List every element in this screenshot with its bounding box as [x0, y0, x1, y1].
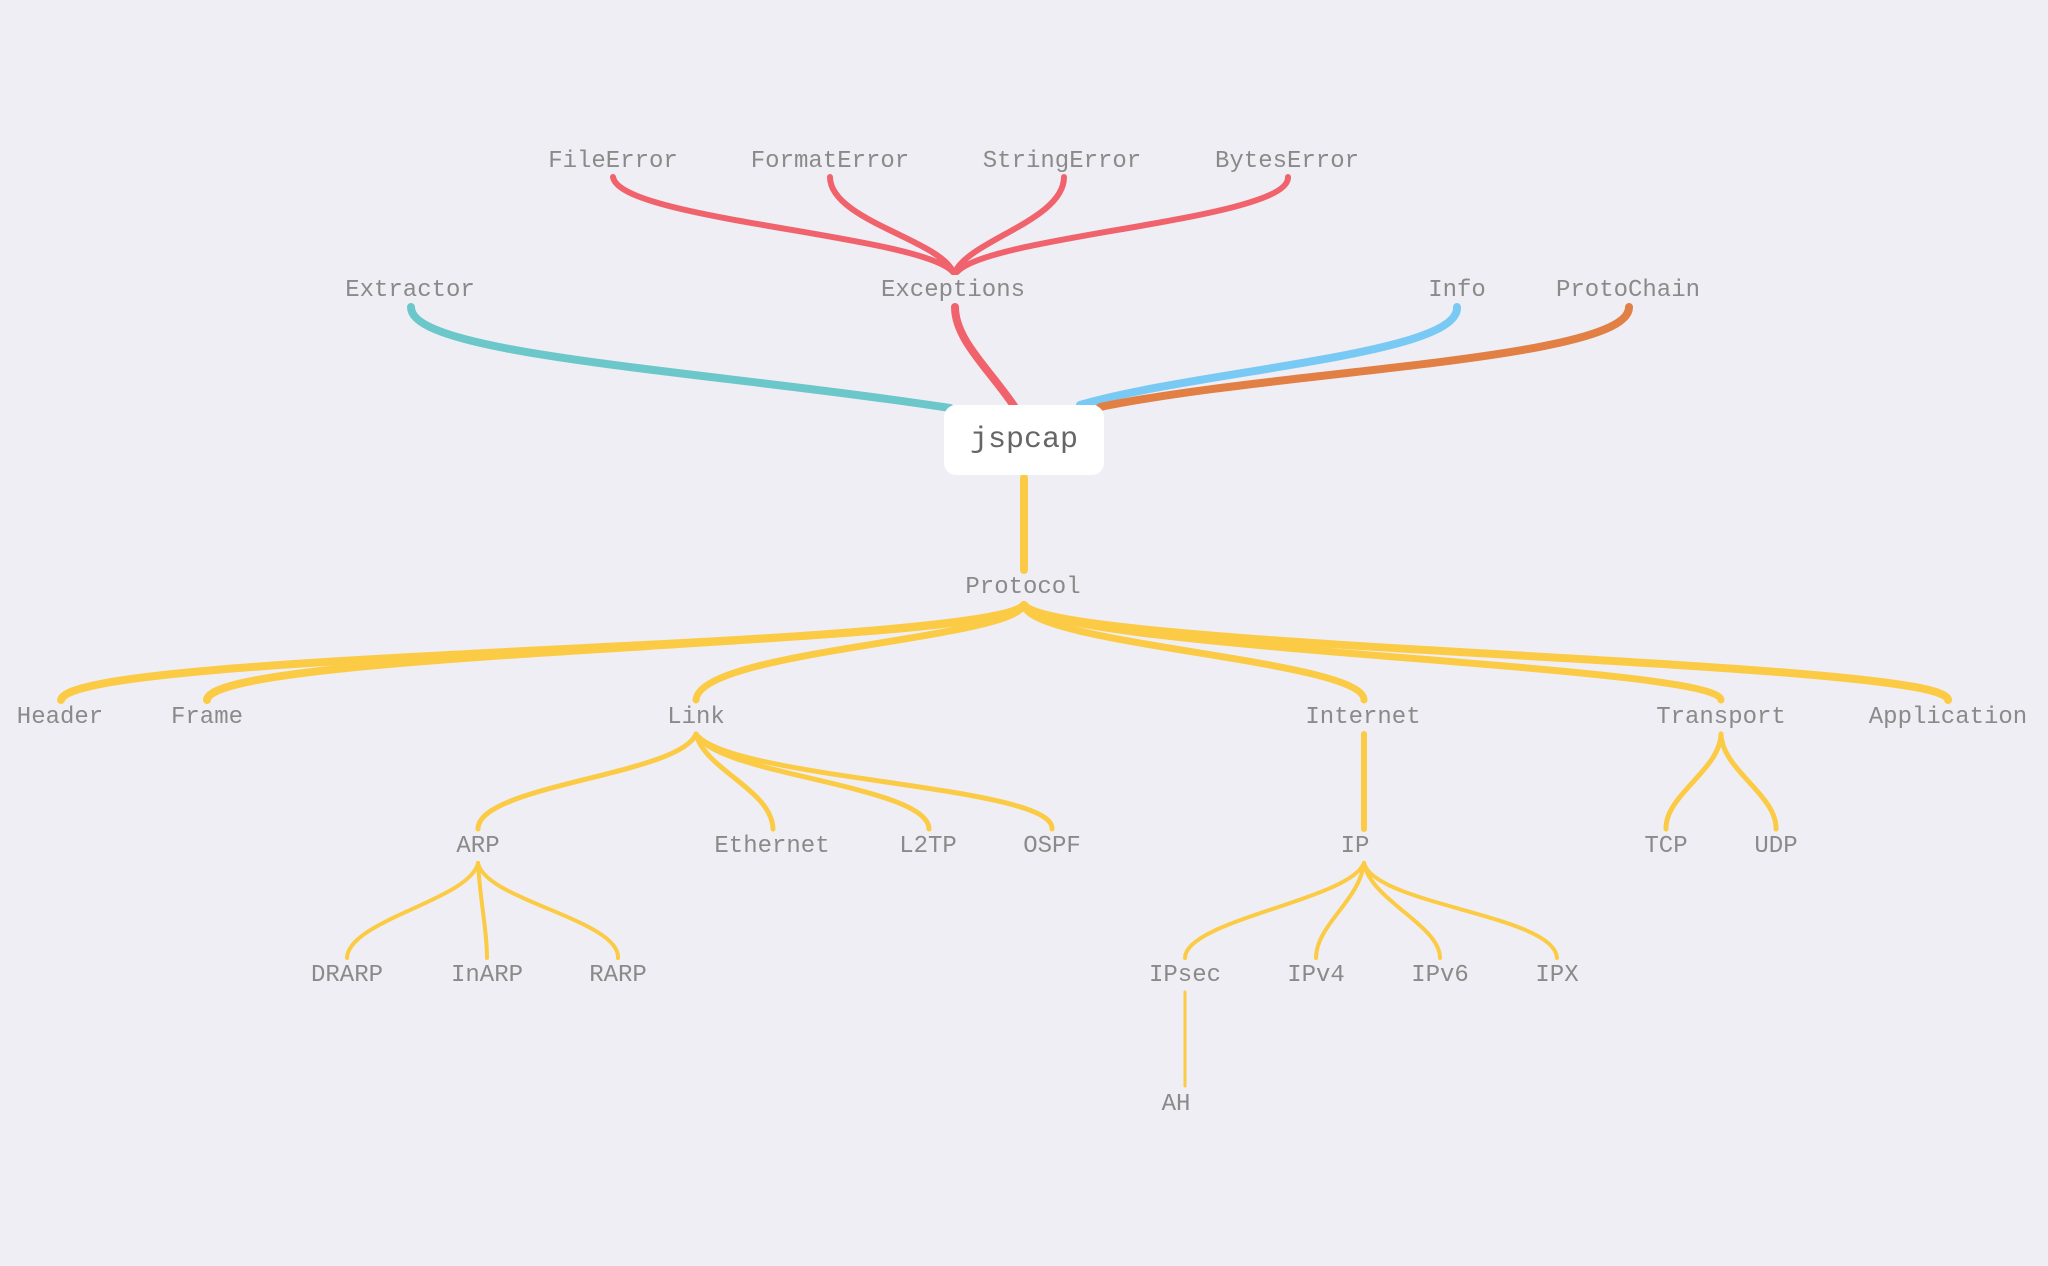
- node-info[interactable]: Info: [1428, 277, 1486, 304]
- node-inarp[interactable]: InARP: [450, 962, 524, 989]
- link-protochain: [1096, 303, 1634, 411]
- link-ethernet: [693, 731, 776, 832]
- link-arp: [475, 731, 699, 832]
- node-transport[interactable]: Transport: [1656, 704, 1786, 731]
- node-protocol[interactable]: Protocol: [965, 574, 1081, 601]
- root-node[interactable]: jspcap: [944, 405, 1104, 475]
- link-info: [1076, 303, 1462, 409]
- node-ipsec[interactable]: IPsec: [1148, 962, 1222, 989]
- link-extractor: [406, 303, 954, 412]
- node-header[interactable]: Header: [16, 704, 104, 731]
- node-link[interactable]: Link: [667, 704, 725, 731]
- link-frame: [203, 601, 1028, 704]
- node-ospf[interactable]: OSPF: [1023, 833, 1081, 860]
- link-formaterror: [827, 174, 956, 275]
- node-tcp[interactable]: TCP: [1644, 833, 1688, 860]
- link-inarp: [476, 861, 489, 960]
- link-stringerror: [952, 174, 1067, 275]
- link-udp: [1718, 731, 1779, 832]
- link-ospf: [693, 731, 1055, 832]
- node-udp[interactable]: UDP: [1754, 833, 1798, 860]
- link-rarp: [476, 861, 621, 960]
- link-link: [692, 601, 1028, 704]
- node-stringerror[interactable]: StringError: [982, 148, 1142, 175]
- link-fileerror: [610, 174, 956, 275]
- node-drarp[interactable]: DRARP: [310, 962, 384, 989]
- link-internet: [1020, 601, 1368, 704]
- link-drarp: [345, 861, 480, 960]
- node-rarp[interactable]: RARP: [589, 962, 647, 989]
- node-arp[interactable]: ARP: [456, 833, 500, 860]
- node-protochain[interactable]: ProtoChain: [1555, 277, 1701, 304]
- node-ipx[interactable]: IPX: [1535, 962, 1579, 989]
- node-byteserror[interactable]: BytesError: [1214, 148, 1360, 175]
- link-transport: [1020, 601, 1725, 704]
- node-formaterror[interactable]: FormatError: [750, 148, 910, 175]
- node-frame[interactable]: Frame: [170, 704, 244, 731]
- link-byteserror: [954, 174, 1292, 275]
- node-application[interactable]: Application: [1868, 704, 2028, 731]
- node-exceptions[interactable]: Exceptions: [880, 277, 1026, 304]
- node-ipv4[interactable]: IPv4: [1287, 962, 1345, 989]
- node-ethernet[interactable]: Ethernet: [714, 833, 830, 860]
- node-extractor[interactable]: Extractor: [345, 277, 475, 304]
- node-ipv6[interactable]: IPv6: [1411, 962, 1469, 989]
- node-internet[interactable]: Internet: [1305, 704, 1421, 731]
- link-exceptions: [951, 303, 1018, 410]
- node-ah[interactable]: AH: [1161, 1091, 1191, 1118]
- link-tcp: [1663, 731, 1724, 832]
- link-ipv4: [1314, 861, 1366, 960]
- link-ipx: [1362, 861, 1559, 960]
- link-ipsec: [1183, 861, 1366, 960]
- link-ipv6: [1362, 861, 1442, 960]
- node-ip[interactable]: IP: [1340, 833, 1370, 860]
- link-application: [1020, 601, 1953, 704]
- node-l2tp[interactable]: L2TP: [899, 833, 957, 860]
- node-fileerror[interactable]: FileError: [548, 148, 678, 175]
